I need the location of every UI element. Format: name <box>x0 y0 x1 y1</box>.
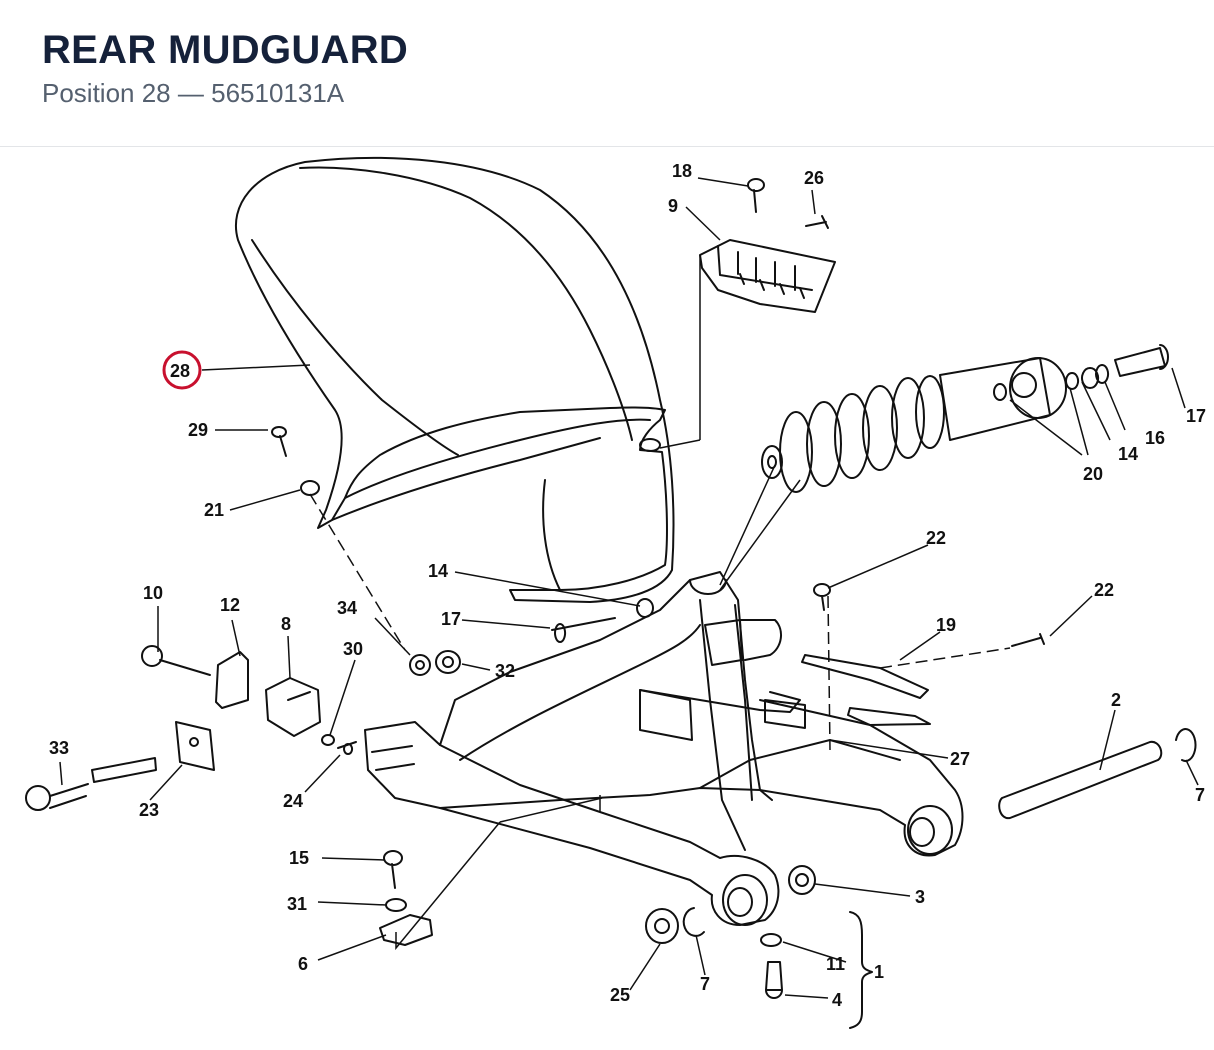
callout-14: 14 <box>1118 444 1138 464</box>
callout-17: 17 <box>1186 406 1206 426</box>
callout-15: 15 <box>289 848 309 868</box>
callout-3: 3 <box>915 887 925 907</box>
callout-labels: 18 26 9 28 17 16 14 20 29 21 22 22 14 17… <box>49 161 1206 1010</box>
callout-9: 9 <box>668 196 678 216</box>
callout-26: 26 <box>804 168 824 188</box>
callout-2: 2 <box>1111 690 1121 710</box>
leader-lines <box>59 177 1199 999</box>
page-subtitle: Position 28 — 56510131A <box>42 78 344 109</box>
callout-10: 10 <box>143 583 163 603</box>
subtitle-separator: — <box>177 78 204 108</box>
callout-6: 6 <box>298 954 308 974</box>
callout-28: 28 <box>170 361 190 381</box>
callout-32: 32 <box>495 661 515 681</box>
swingarm-part <box>364 571 964 926</box>
callout-25: 25 <box>610 985 630 1005</box>
callout-4: 4 <box>832 990 842 1010</box>
callout-17: 17 <box>441 609 461 629</box>
callout-7: 7 <box>1195 785 1205 805</box>
callout-24: 24 <box>283 791 303 811</box>
rear-shock-part <box>761 344 1169 493</box>
callout-14: 14 <box>428 561 448 581</box>
callout-22: 22 <box>1094 580 1114 600</box>
chain-guard-part <box>699 239 836 313</box>
subtitle-position: Position 28 <box>42 78 171 108</box>
callout-7: 7 <box>700 974 710 994</box>
callout-33: 33 <box>49 738 69 758</box>
callout-22: 22 <box>926 528 946 548</box>
fastener-parts <box>25 178 1197 1029</box>
callout-11: 11 <box>826 954 845 974</box>
callout-1: 1 <box>874 962 884 982</box>
exploded-parts-diagram: 18 26 9 28 17 16 14 20 29 21 22 22 14 17… <box>25 156 1206 1029</box>
callout-29: 29 <box>188 420 208 440</box>
callout-34: 34 <box>337 598 357 618</box>
callout-23: 23 <box>139 800 159 820</box>
mudguard-part <box>235 156 675 603</box>
subtitle-part-number: 56510131A <box>211 78 345 108</box>
highlight-ring <box>162 350 202 390</box>
callout-30: 30 <box>343 639 363 659</box>
callout-31: 31 <box>287 894 307 914</box>
callout-18: 18 <box>672 161 692 181</box>
callout-8: 8 <box>281 614 291 634</box>
callout-21: 21 <box>204 500 224 520</box>
callout-27: 27 <box>950 749 970 769</box>
page-header: REAR MUDGUARD Position 28 — 56510131A <box>0 0 1214 147</box>
callout-12: 12 <box>220 595 240 615</box>
page-title: REAR MUDGUARD <box>42 28 409 72</box>
callout-20: 20 <box>1083 464 1103 484</box>
callout-19: 19 <box>936 615 956 635</box>
callout-16: 16 <box>1145 428 1165 448</box>
